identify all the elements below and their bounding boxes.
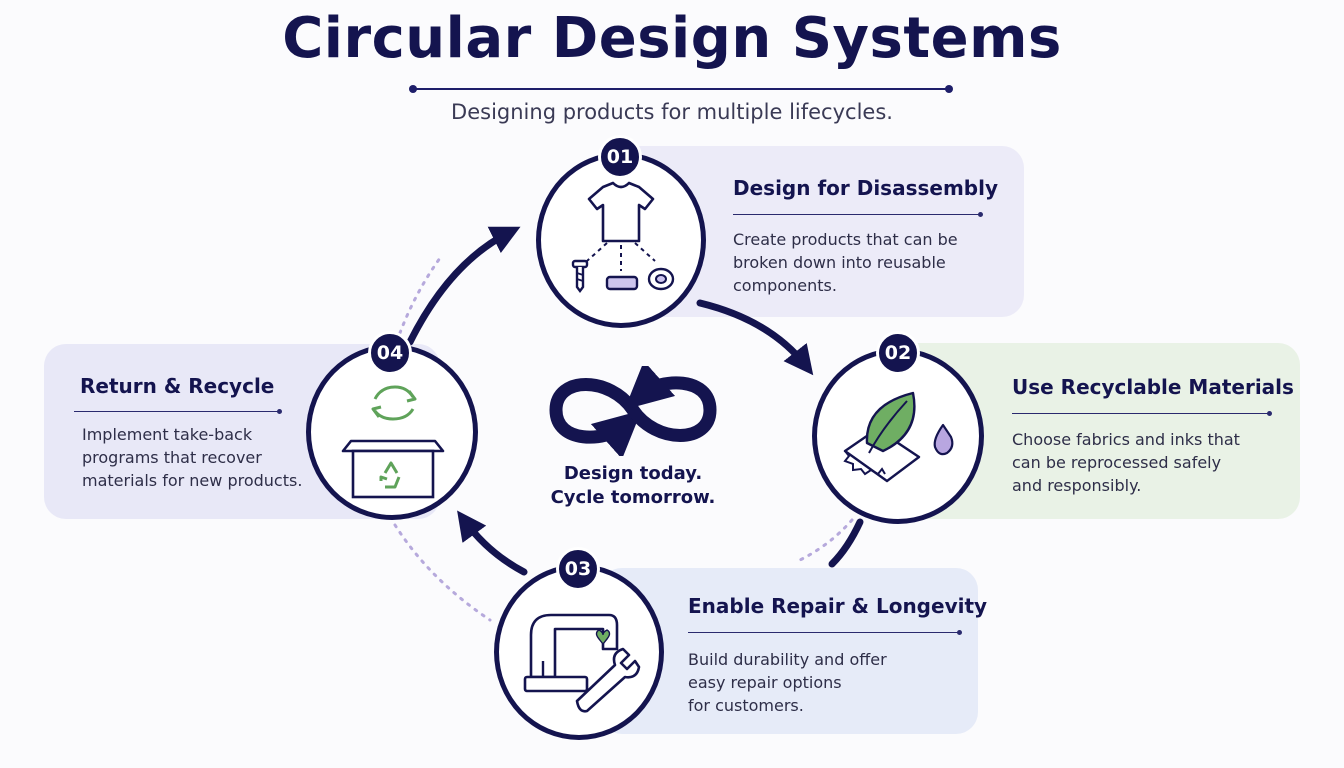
step-1-description: Create products that can be broken down … — [733, 230, 958, 295]
arrow-2-to-3 — [828, 518, 864, 568]
step-3-description: Build durability and offer easy repair o… — [688, 650, 887, 715]
dotted-connector-3-4 — [393, 523, 492, 622]
step-4-rule — [74, 409, 282, 414]
arrow-4-to-1 — [406, 226, 521, 346]
center-motto: Design today. Cycle tomorrow. — [520, 462, 746, 510]
step-4-number-badge: 04 — [368, 331, 412, 375]
page-title: Circular Design Systems — [282, 6, 1062, 71]
center-motto-line-1: Design today. — [563, 463, 703, 484]
step-3-title: Enable Repair & Longevity — [688, 594, 988, 618]
step-4-description: Implement take-back programs that recove… — [82, 425, 303, 490]
title-divider — [409, 85, 953, 93]
recycle-box-icon — [341, 385, 445, 499]
center-motto-line-2: Cycle tomorrow. — [550, 487, 716, 508]
arrow-3-to-4 — [457, 510, 528, 576]
step-3-number-badge: 03 — [556, 547, 600, 591]
step-2-title: Use Recyclable Materials — [1012, 375, 1294, 399]
step-1-title: Design for Disassembly — [733, 176, 998, 200]
t-shirt-components-icon — [571, 181, 675, 293]
arrow-1-to-2 — [696, 299, 814, 376]
step-2-description: Choose fabrics and inks that can be repr… — [1012, 430, 1240, 495]
step-1-rule — [733, 212, 983, 217]
step-4-title: Return & Recycle — [80, 374, 275, 398]
step-2-number-badge: 02 — [876, 331, 920, 375]
infinity-loop-icon — [549, 366, 717, 456]
step-1-number-badge: 01 — [598, 135, 642, 179]
leaf-fabric-ink-icon — [843, 391, 954, 483]
step-3-rule — [688, 630, 962, 635]
step-1-circle — [536, 152, 706, 328]
step-2-circle — [812, 348, 984, 524]
page-subtitle: Designing products for multiple lifecycl… — [451, 100, 893, 124]
step-2-rule — [1012, 411, 1272, 416]
sewing-machine-wrench-icon — [523, 613, 641, 713]
